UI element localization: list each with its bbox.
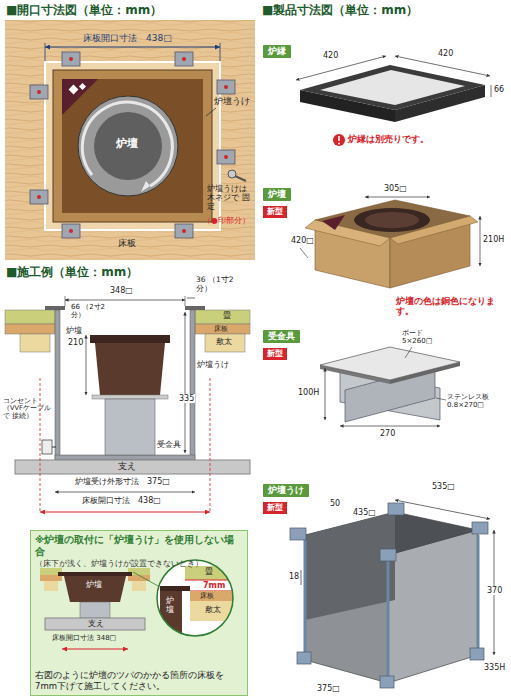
part-label: 炉壇うけ: [197, 360, 229, 369]
note-text: （●印部分）: [203, 216, 250, 225]
part-label: コンセント （VVFケーブルで 接続）: [3, 398, 55, 420]
new-badge: 新型: [263, 206, 287, 218]
dimension-label: 420: [438, 49, 453, 58]
part-badge: 炉壇: [263, 188, 291, 201]
section-heading: ■施工例（単位：mm）: [6, 266, 138, 280]
new-badge: 新型: [263, 348, 287, 360]
part-badge: 炉縁: [263, 45, 291, 58]
dimension-label: 270: [380, 429, 395, 438]
badge-text: 受金具: [268, 331, 295, 342]
dimension-label: 420: [323, 51, 338, 60]
outlet: [42, 440, 52, 454]
dimension-label: 348□: [110, 286, 133, 295]
dimension-label: 210H: [482, 235, 505, 244]
part-label: 畳: [223, 311, 231, 320]
part-label: 床板: [214, 325, 228, 333]
hearth: [90, 335, 170, 343]
part-label: 炉壇: [86, 580, 102, 589]
dimension-label: 370: [486, 586, 503, 595]
part-label: 敷太: [205, 605, 221, 614]
part-label: ステンレス板 0.8×270□: [447, 393, 505, 409]
part-label: 炉壇: [166, 597, 174, 615]
warning-icon: [333, 134, 345, 146]
badge-text: 新型: [267, 349, 283, 359]
note-heading: ※炉壇の取付に「炉壇うけ」を使用しない場合: [35, 534, 243, 559]
floor-opening: [45, 62, 220, 230]
note-body: 右図のように炉壇のツバのかかる箇所の床板を7mm下げて施工してください。: [35, 670, 243, 692]
part-label: 炉壇: [116, 138, 138, 151]
receiver-flange: [53, 70, 212, 222]
zoom-circle: [157, 560, 233, 636]
dimension-label: 66: [494, 85, 504, 94]
dimension-label: 305□: [384, 184, 407, 193]
badge-text: 新型: [267, 207, 283, 217]
support-beam: [15, 460, 250, 474]
bracket: [290, 503, 488, 688]
dimension-label: 7mm: [203, 581, 225, 590]
badge-text: 炉縁: [268, 46, 286, 57]
dimension-label: 375□: [317, 684, 340, 693]
tatami: [5, 310, 55, 324]
part-badge: 炉壇うけ: [263, 484, 309, 497]
part-label: 炉壇: [66, 326, 82, 335]
note-text: 炉壇の色は銅色になります。: [396, 296, 506, 317]
section-heading: ■開口寸法図（単位：mm）: [6, 4, 162, 18]
part-label: 炉壇うけ: [214, 96, 250, 106]
dimension-label: 炉壇受け外形寸法 375□: [75, 477, 170, 486]
note-text: 炉壇うけは 木ネジで 固定: [207, 184, 251, 212]
dimension-label: 50: [330, 499, 340, 508]
part-label: 支え: [118, 461, 136, 471]
bracket: [30, 52, 235, 238]
section-heading: ■製品寸法図（単位：mm）: [262, 4, 418, 18]
dimension-label: 210: [68, 338, 83, 347]
dimension-label: 100H: [298, 388, 319, 397]
dimension-label: 18: [289, 572, 299, 581]
dimension-label: 床板開口寸法 348□: [52, 634, 116, 642]
part-label: 畳: [205, 567, 213, 576]
badge-text: 新型: [267, 503, 283, 513]
dimension-label: 535□: [432, 482, 455, 491]
part-label: 受金具: [157, 440, 181, 449]
part-label: 敷太: [216, 337, 232, 346]
part-label: ボード 5×260□: [402, 329, 442, 345]
part-label: 床板: [200, 592, 214, 600]
hearth-ring: [78, 96, 178, 196]
dimension-label: 420□: [291, 236, 314, 245]
dimension-label: 335H: [484, 663, 505, 672]
dimension-label: 36 （1寸2分）: [196, 276, 246, 293]
bracket-support: [105, 399, 155, 455]
dimension-label: 床板開口寸法 438□: [82, 496, 161, 505]
part-badge: 受金具: [263, 330, 300, 343]
badge-text: 炉壇: [268, 189, 286, 200]
note-panel-ground: [30, 530, 248, 696]
note-text: 炉縁は別売りです。: [348, 134, 429, 144]
dimension-label: 335: [178, 394, 195, 403]
new-badge: 新型: [263, 502, 287, 514]
note-panel: ※炉壇の取付に「炉壇うけ」を使用しない場合（床下が浅く、炉壇うけが設置できないと…: [30, 530, 248, 696]
dimension-label: 66 （2寸2分）: [71, 303, 117, 319]
receiver-wall: [55, 310, 60, 460]
part-label: 支え: [88, 619, 104, 628]
dimension-label: 435□: [353, 508, 376, 517]
badge-text: 炉壇うけ: [268, 485, 304, 496]
board: [320, 347, 460, 380]
dimension-label: 床板開口寸法 438□: [83, 33, 172, 43]
part-label: 床板: [118, 238, 136, 248]
wood-floor: [5, 20, 255, 260]
note-subheading: （床下が浅く、炉壇うけが設置できないとき）: [35, 559, 243, 569]
